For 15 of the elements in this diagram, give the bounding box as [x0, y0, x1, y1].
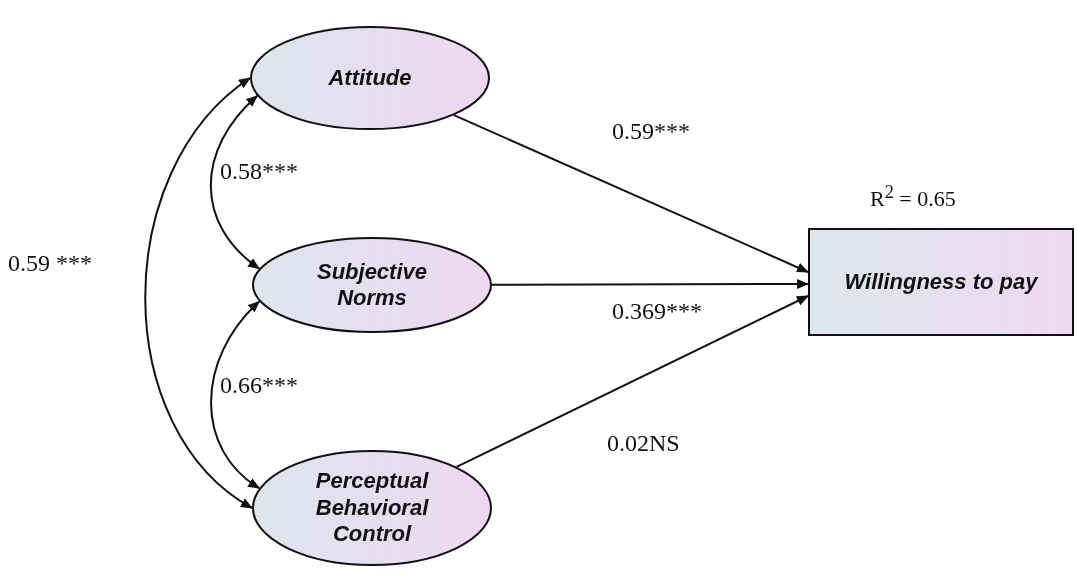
path-arrow	[452, 114, 809, 273]
outcome-box	[808, 228, 1074, 336]
node-label: Subjective Norms	[315, 258, 428, 312]
path-arrow	[455, 295, 809, 468]
construct-ellipse	[250, 26, 490, 130]
path-arrow	[209, 94, 261, 270]
node-label: Attitude	[328, 64, 412, 92]
path-arrow	[210, 300, 261, 490]
path-arrow	[144, 77, 253, 509]
construct-ellipse	[252, 450, 492, 566]
node-label: Perceptual Behavioral Control	[314, 468, 430, 548]
path-arrow	[491, 279, 809, 290]
r-squared-label: R$^{2}$ = 0.65	[870, 182, 956, 213]
node-label: Willingness to pay	[844, 268, 1038, 296]
construct-ellipse	[252, 237, 492, 333]
